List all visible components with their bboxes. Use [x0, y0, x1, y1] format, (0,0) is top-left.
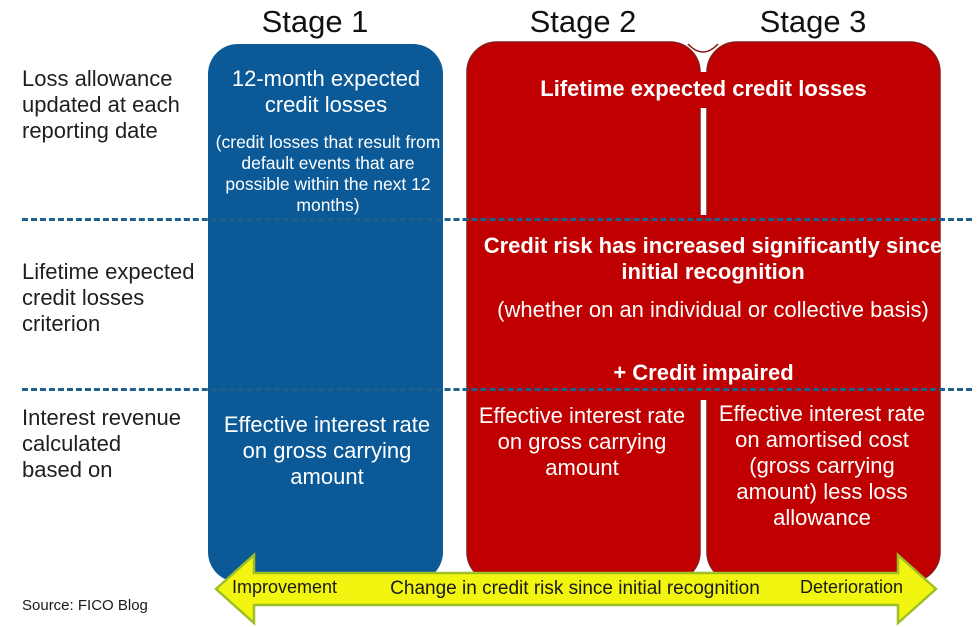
lifetime-bridge-top	[680, 72, 726, 108]
criterion-bridge	[690, 215, 716, 400]
stage3-title: Stage 3	[759, 4, 867, 39]
criterion-note: (whether on an individual or collective …	[497, 297, 929, 322]
stage1-interest: Effective interest rate on gross carryin…	[223, 412, 431, 489]
row-label-criterion: Lifetime expected credit losses criterio…	[22, 259, 195, 336]
stage1-loss-note: (credit losses that result from default …	[215, 132, 441, 215]
divider-top	[22, 218, 972, 221]
stage3-interest: Effective interest rate on amortised cos…	[718, 401, 926, 530]
row-label-loss-allowance: Loss allowance updated at each reporting…	[22, 66, 180, 143]
arrow-center-label: Change in credit risk since initial reco…	[390, 578, 760, 599]
stage2-interest: Effective interest rate on gross carryin…	[478, 403, 686, 480]
lifetime-loss-title: Lifetime expected credit losses	[540, 76, 867, 101]
stage2-title: Stage 2	[529, 4, 637, 39]
double-arrow-shape	[214, 552, 938, 626]
stage1-loss-title: 12-month expected credit losses	[231, 66, 421, 117]
source-note: Source: FICO Blog	[22, 597, 148, 614]
credit-impaired: + Credit impaired	[613, 360, 794, 385]
divider-bottom	[22, 388, 972, 391]
criterion-title: Credit risk has increased significantly …	[483, 233, 943, 284]
stage1-title: Stage 1	[261, 4, 369, 39]
arrow-right-label: Deterioration	[800, 577, 904, 597]
row-label-interest: Interest revenue calculated based on	[22, 405, 181, 482]
arrow-left-label: Improvement	[232, 577, 338, 597]
stage1-box	[208, 44, 443, 582]
top-notch	[687, 43, 719, 53]
